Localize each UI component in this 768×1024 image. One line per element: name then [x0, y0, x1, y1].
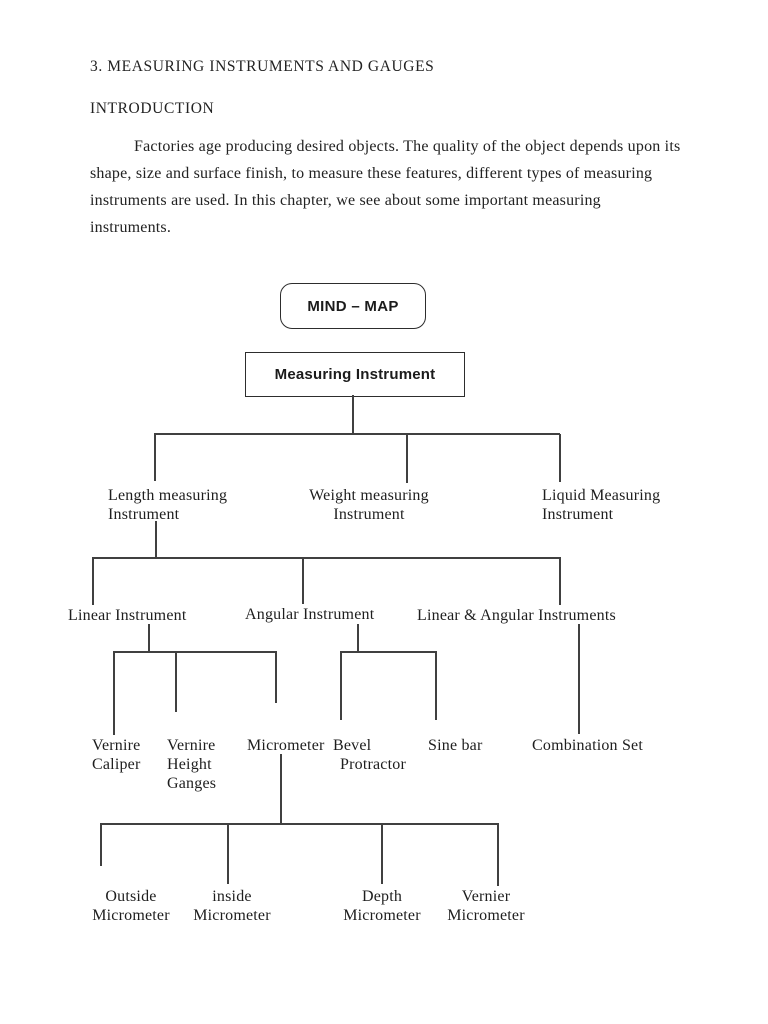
node-inside-micrometer: inside Micrometer	[191, 887, 273, 925]
connector-drop-vernier	[497, 823, 499, 886]
node-vernire-caliper: Vernire Caliper	[92, 736, 141, 774]
node-label-line: Vernire	[167, 737, 216, 754]
connector-drop-micrometer	[275, 651, 277, 703]
connector-drop-weight	[406, 434, 408, 483]
connector-drop-bevel	[340, 651, 342, 720]
connector-drop-vernire-height	[175, 651, 177, 712]
connector-drop-angular	[302, 557, 304, 604]
connector-drop-vernire-caliper	[113, 651, 115, 735]
node-bevel-protractor: Bevel Protractor	[333, 736, 406, 774]
node-label-line: Vernier	[461, 888, 511, 905]
node-label-line: Micrometer	[92, 907, 170, 924]
node-vernire-height-ganges: Vernire Height Ganges	[167, 736, 216, 793]
connector-angular-stem	[357, 624, 359, 652]
node-label-line: Weight measuring	[309, 487, 429, 504]
connector-drop-sine-bar	[435, 651, 437, 720]
node-angular-instrument: Angular Instrument	[245, 606, 375, 623]
connector-linear-bar	[113, 651, 276, 653]
connector-level2-bar	[92, 557, 560, 559]
connector-drop-depth	[381, 823, 383, 884]
connector-linear-stem	[148, 624, 150, 652]
mind-map-title: MIND – MAP	[307, 297, 399, 315]
node-label-line: Ganges	[167, 775, 217, 792]
node-label-line: Liquid Measuring	[542, 487, 661, 504]
connector-drop-linear	[92, 557, 94, 605]
node-label-line: Instrument	[333, 506, 405, 523]
node-linear-angular-instruments: Linear & Angular Instruments	[417, 607, 616, 624]
node-label-line: Micrometer	[343, 907, 421, 924]
node-label-line: Length measuring	[108, 487, 228, 504]
node-vernier-micrometer: Vernier Micrometer	[441, 887, 531, 925]
mind-map-title-box: MIND – MAP	[280, 283, 426, 329]
node-liquid-measuring: Liquid Measuring Instrument	[542, 486, 660, 524]
intro-paragraph: Factories age producing desired objects.…	[90, 138, 681, 236]
root-node-box: Measuring Instrument	[245, 352, 465, 397]
node-label-line: Protractor	[340, 756, 406, 773]
node-label-line: Instrument	[108, 506, 180, 523]
node-label-line: Depth	[361, 888, 403, 905]
root-node-label: Measuring Instrument	[274, 366, 436, 383]
node-label-line: Outside	[105, 888, 157, 905]
node-label-line: Micrometer	[447, 907, 525, 924]
connector-drop-inside	[227, 823, 229, 884]
node-label-line: inside	[212, 888, 252, 905]
node-micrometer: Micrometer	[247, 737, 325, 754]
node-length-measuring: Length measuring Instrument	[108, 486, 227, 524]
connector-drop-linear-angular	[559, 557, 561, 605]
connector-length-stem	[155, 521, 157, 558]
connector-level4-bar	[100, 823, 498, 825]
node-linear-instrument: Linear Instrument	[68, 607, 187, 624]
connector-root-stem	[352, 395, 354, 433]
node-label-line: Vernire	[92, 737, 141, 754]
node-label-line: Instrument	[542, 506, 614, 523]
connector-level1-bar	[154, 433, 560, 435]
node-outside-micrometer: Outside Micrometer	[90, 887, 172, 925]
node-depth-micrometer: Depth Micrometer	[338, 887, 426, 925]
node-label-line: Caliper	[92, 756, 141, 773]
chapter-heading: 3. MEASURING INSTRUMENTS AND GAUGES	[90, 58, 435, 75]
node-weight-measuring: Weight measuring Instrument	[300, 486, 438, 524]
node-label-line: Micrometer	[193, 907, 271, 924]
connector-drop-outside	[100, 823, 102, 866]
node-combination-set: Combination Set	[532, 737, 643, 754]
node-sine-bar: Sine bar	[428, 737, 483, 754]
connector-drop-length	[154, 433, 156, 481]
connector-micrometer-stem	[280, 754, 282, 824]
node-label-line: Height	[167, 756, 212, 773]
connector-angular-bar	[340, 651, 436, 653]
connector-drop-combination	[578, 624, 580, 734]
node-label-line: Bevel	[333, 737, 372, 754]
section-heading: INTRODUCTION	[90, 100, 215, 117]
connector-drop-liquid	[559, 434, 561, 482]
